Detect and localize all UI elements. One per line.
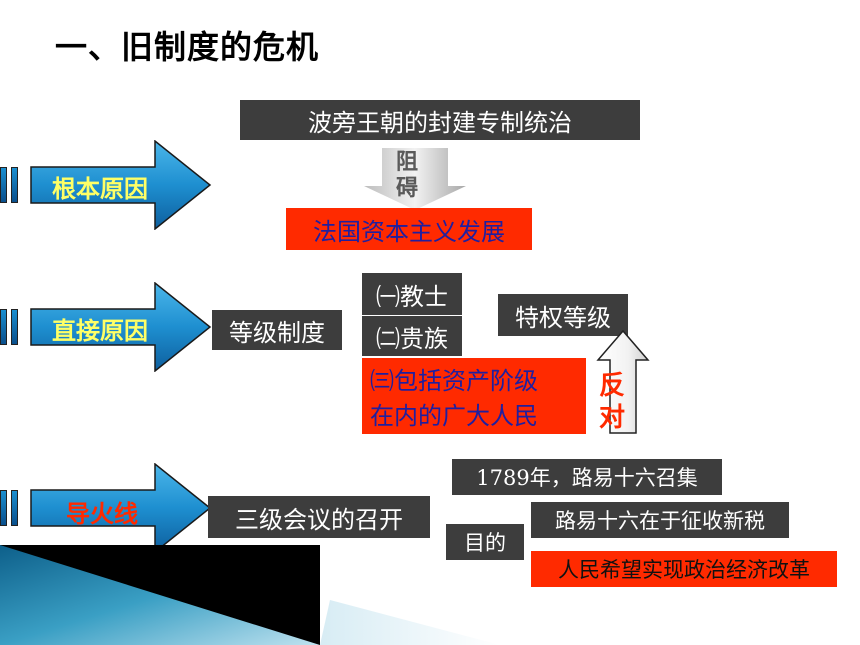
- convene-box: 1789年，路易十六召集: [452, 459, 722, 495]
- down-arrow-icon: [364, 148, 466, 210]
- people-purpose-box: 人民希望实现政治经济改革: [531, 551, 837, 587]
- bar-2: [11, 490, 18, 526]
- third-estate-line-1: ㈢包括资产阶级: [370, 367, 538, 395]
- second-estate-box: ㈡贵族: [362, 316, 462, 356]
- second-estate-text: ㈡贵族: [376, 324, 448, 353]
- obstruct-label: 阻 碍: [392, 150, 422, 202]
- root-cause-arrow: [30, 140, 212, 230]
- estates-general-box: 三级会议的召开: [208, 496, 430, 538]
- bar-1: [0, 309, 7, 345]
- oppose-label-char-2: 对: [598, 403, 625, 433]
- third-estate-line-2: 在内的广大人民: [370, 402, 538, 430]
- root-cause-bars: [0, 167, 18, 203]
- estate-system-text: 等级制度: [229, 318, 325, 347]
- bourbon-rule-text: 波旁王朝的封建专制统治: [308, 108, 572, 137]
- fuse-bars: [0, 490, 18, 526]
- bar-1: [0, 167, 7, 203]
- purpose-box: 目的: [446, 524, 524, 560]
- direct-cause-bars: [0, 309, 18, 345]
- page-title: 一、旧制度的危机: [55, 28, 320, 66]
- king-purpose-text: 路易十六在于征收新税: [555, 509, 765, 533]
- people-purpose-text: 人民希望实现政治经济改革: [558, 558, 810, 582]
- decorative-corner-shape: [0, 545, 500, 645]
- obstruct-label-char-1: 阻: [395, 150, 418, 175]
- estates-general-text: 三级会议的召开: [235, 505, 403, 534]
- king-purpose-box: 路易十六在于征收新税: [531, 502, 789, 538]
- fuse-arrow: [30, 463, 212, 553]
- privileged-estate-box: 特权等级: [498, 294, 628, 336]
- capitalism-text: 法国资本主义发展: [313, 217, 505, 246]
- bourbon-rule-box: 波旁王朝的封建专制统治: [240, 100, 640, 140]
- estate-system-box: 等级制度: [212, 310, 342, 350]
- third-estate-box: ㈢包括资产阶级 在内的广大人民: [362, 358, 586, 434]
- bar-2: [11, 167, 18, 203]
- root-cause-label: 根本原因: [52, 174, 148, 203]
- oppose-label: 反 对: [596, 370, 628, 434]
- privileged-estate-text: 特权等级: [515, 303, 611, 332]
- up-arrow-icon: [596, 330, 650, 434]
- obstruct-label-char-2: 碍: [395, 176, 418, 201]
- direct-cause-arrow: [30, 282, 212, 372]
- oppose-label-char-1: 反: [598, 371, 625, 401]
- fuse-label: 导火线: [66, 499, 138, 528]
- capitalism-box: 法国资本主义发展: [286, 208, 532, 250]
- first-estate-box: ㈠教士: [362, 273, 462, 315]
- bar-1: [0, 490, 7, 526]
- bar-2: [11, 309, 18, 345]
- convene-text: 1789年，路易十六召集: [476, 466, 698, 490]
- first-estate-text: ㈠教士: [376, 282, 448, 311]
- purpose-text: 目的: [464, 531, 506, 555]
- direct-cause-label: 直接原因: [52, 316, 148, 345]
